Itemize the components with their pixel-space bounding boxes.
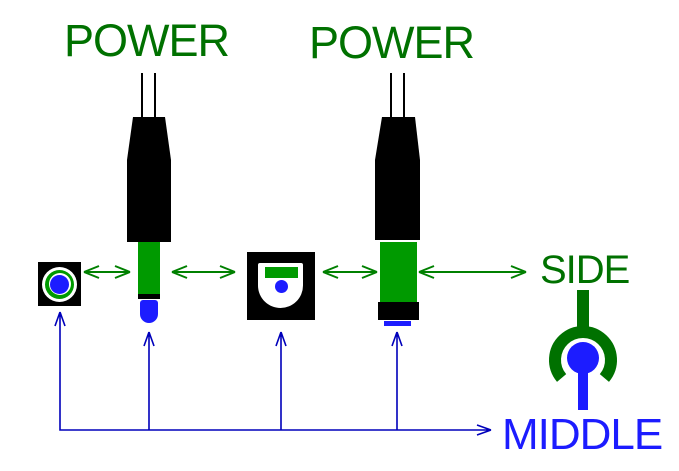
side-ring-icon [549, 326, 617, 382]
plug-right-wire-icon [390, 73, 392, 118]
socket-left-side-contact-ring-icon [45, 269, 74, 299]
jack-socket-left-front-view [38, 262, 81, 306]
socket-right-side-contact-icon [265, 267, 298, 278]
plug-left-wire-icon [154, 73, 156, 118]
power-label-left: POWER [64, 15, 230, 66]
plug-left-middle-tip-icon [140, 300, 158, 323]
equivalence-arrow-4 [418, 265, 527, 279]
middle-pointer-arrow-socket-right [275, 331, 287, 430]
side-label: SIDE [540, 248, 630, 292]
equivalence-arrow-3 [322, 265, 378, 279]
plug-left-body-icon [127, 117, 171, 242]
plug-right-body-icon [375, 117, 420, 240]
side-stem-icon [577, 290, 589, 332]
socket-left-outer-ring-icon [42, 266, 77, 302]
middle-pointer-line [54, 311, 492, 436]
middle-stem-icon [578, 369, 588, 410]
middle-pin-icon [567, 342, 599, 374]
socket-right-cavity-icon [258, 263, 303, 308]
equivalence-arrow-1 [83, 265, 131, 279]
power-label-right: POWER [309, 17, 475, 68]
plug-left-wire-icon [141, 73, 143, 118]
plug-left-barrel-side-contact-icon [138, 242, 160, 294]
middle-label: MIDDLE [502, 410, 663, 459]
middle-pointer-arrow-plug-right [391, 331, 403, 430]
plug-right-band-icon [378, 302, 419, 320]
socket-left-inner-ring-icon [48, 273, 71, 295]
jack-socket-right-front-view [247, 252, 315, 320]
polarity-key-symbol [549, 290, 617, 410]
middle-pointer-arrow-plug-left [143, 331, 155, 430]
socket-right-middle-contact-icon [275, 280, 288, 293]
plug-right-barrel-side-contact-icon [380, 242, 417, 302]
equivalence-arrow-2 [171, 265, 236, 279]
plug-right-middle-contact-icon [384, 321, 411, 326]
socket-left-middle-contact-icon [50, 274, 69, 294]
plug-left-band-icon [138, 294, 160, 299]
plug-right-wire-icon [403, 73, 405, 118]
